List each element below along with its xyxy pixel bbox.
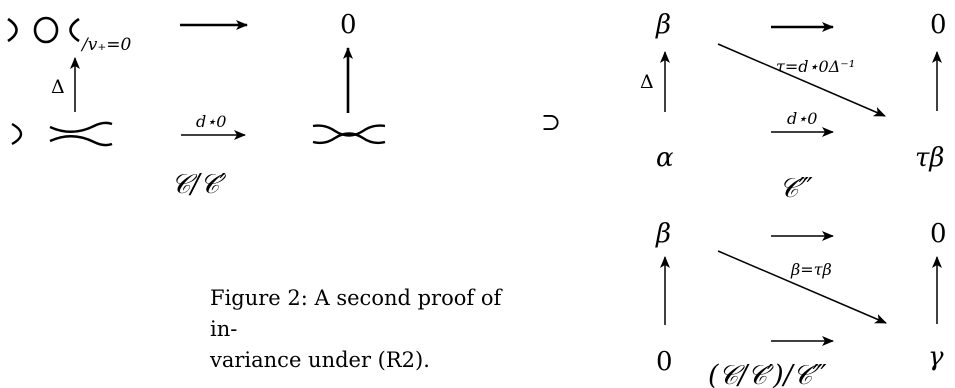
caption-line-2: variance under (R2). <box>210 348 430 372</box>
rt-diagonal-arrow <box>717 43 886 117</box>
rb-diagonal-label: β=τβ <box>790 260 832 279</box>
caption-line-1: Figure 2: A second proof of in- <box>210 286 502 341</box>
superset-symbol: ⊃ <box>541 108 561 136</box>
rb-bottom-left-zero: 0 <box>656 347 673 377</box>
rb-top-right-zero: 0 <box>930 219 947 249</box>
rb-gamma: γ <box>928 342 944 372</box>
rb-diagonal-arrow <box>717 250 887 324</box>
right-bottom-diagram: β 0 β=τβ 0 γ (𝒞/𝒞′)/𝒞‴ <box>655 219 947 388</box>
top-left-subscript: /v₊=0 <box>80 35 132 55</box>
rt-top-right-zero: 0 <box>930 10 947 40</box>
left-top-right-zero: 0 <box>340 10 357 40</box>
left-delta-label: Δ <box>51 76 65 98</box>
bottom-left-crossing-glyph <box>11 121 113 147</box>
left-bottom-arrow-label: d⋆0 <box>196 112 226 131</box>
rt-beta: β <box>655 10 671 40</box>
rt-delta-label: Δ <box>640 71 654 93</box>
rt-diagonal-label: τ=d⋆0Δ⁻¹ <box>776 57 855 76</box>
rt-complex-label: 𝒞‴ <box>779 173 813 204</box>
rb-beta: β <box>655 219 671 249</box>
rb-complex-label: (𝒞/𝒞′)/𝒞‴ <box>708 360 826 388</box>
rt-alpha: α <box>656 143 674 173</box>
left-quotient-label: 𝒞/𝒞′ <box>171 169 227 200</box>
rt-bottom-arrow-label: d⋆0 <box>787 109 817 128</box>
bottom-right-wave-glyph <box>312 124 386 145</box>
rt-tau-beta: τβ <box>915 143 944 173</box>
right-top-diagram: β 0 Δ τ=d⋆0Δ⁻¹ α d⋆0 τβ 𝒞‴ <box>640 10 947 204</box>
top-left-smoothing-glyph <box>7 16 80 44</box>
figure-caption: Figure 2: A second proof of in- variance… <box>210 283 510 376</box>
left-diagram: /v₊=0 0 Δ d⋆0 𝒞/𝒞′ <box>7 10 386 200</box>
